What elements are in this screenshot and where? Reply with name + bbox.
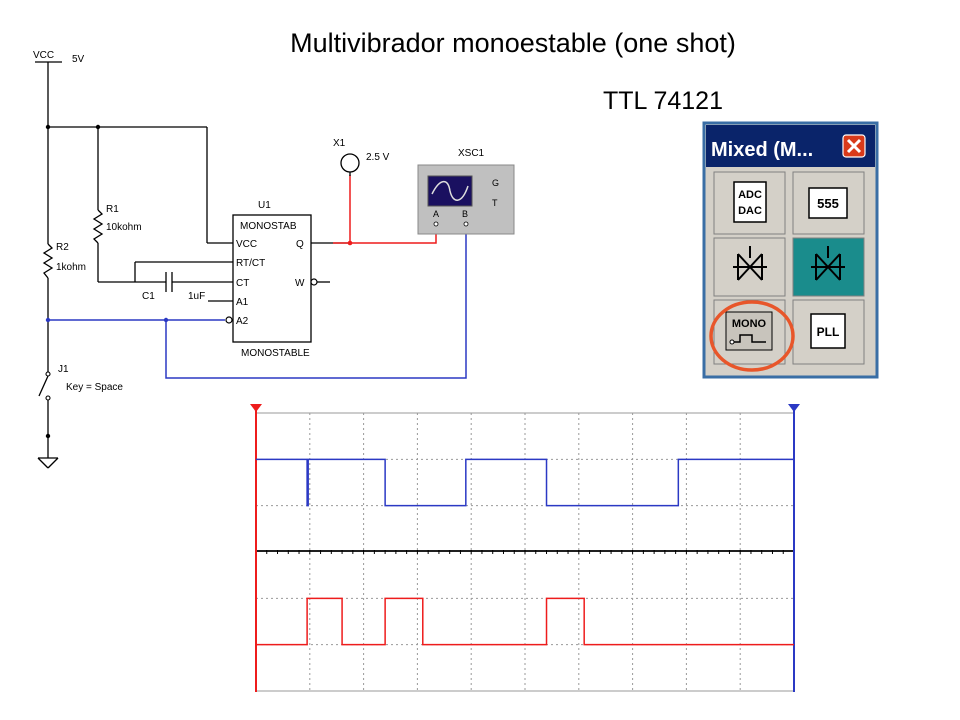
page-title: Multivibrador monoestable (one shot)	[290, 28, 736, 58]
mono-highlight-ring	[709, 300, 795, 372]
r1-name: R1	[106, 204, 119, 215]
u1-pin-rtct: RT/CT	[236, 258, 265, 269]
circuit-schematic: VCC 5V R1 10kohm C1 1uF R2 1kohm	[33, 50, 515, 469]
u1-pin-q: Q	[296, 239, 304, 250]
cursor-2-marker-icon[interactable]	[788, 404, 800, 412]
j1-name: J1	[58, 364, 69, 375]
channel-a-trace	[256, 597, 794, 646]
analog-switch-teal-button[interactable]	[792, 237, 865, 297]
u1-header: MONOSTAB	[240, 221, 297, 232]
pll-label: PLL	[817, 325, 840, 339]
scope-screen	[250, 404, 800, 692]
r1-value: 10kohm	[106, 222, 142, 233]
pulse-icon	[732, 334, 766, 343]
u1-pin-w: W	[295, 278, 305, 289]
x1-value: 2.5 V	[366, 152, 390, 163]
analog-switch-icon	[733, 246, 767, 281]
analog-switch-teal-icon	[811, 246, 845, 281]
close-x-icon	[846, 138, 862, 154]
u1-footer: MONOSTABLE	[241, 348, 310, 359]
vcc-value: 5V	[72, 54, 85, 65]
c1-name: C1	[142, 291, 155, 302]
u1-pin-a2: A2	[236, 316, 249, 327]
scope-t-label: T	[492, 198, 498, 208]
r2-name: R2	[56, 242, 69, 253]
x1-name: X1	[333, 138, 346, 149]
adc-dac-button[interactable]: ADC DAC	[713, 171, 786, 235]
u1-pin-ct: CT	[236, 278, 249, 289]
mono-label: MONO	[732, 318, 767, 330]
analog-switch-button[interactable]	[713, 237, 786, 297]
u1-chip	[232, 214, 312, 343]
probe-x1-icon	[340, 153, 360, 173]
palette-close-button[interactable]	[842, 134, 866, 158]
timer-555-label: 555	[817, 196, 839, 211]
pll-button[interactable]: PLL	[792, 299, 865, 365]
scope-g-label: G	[492, 178, 499, 188]
palette-title: Mixed (M...	[711, 139, 813, 161]
timer-555-button[interactable]: 555	[792, 171, 865, 235]
adc-label: ADC	[738, 189, 762, 201]
page-subtitle: TTL 74121	[603, 87, 723, 115]
channel-b-trace	[256, 458, 794, 507]
u1-pin-a1: A1	[236, 297, 249, 308]
scope-a-label: A	[433, 209, 439, 219]
j1-key: Key = Space	[66, 382, 123, 393]
cursor-1-marker-icon[interactable]	[250, 404, 262, 412]
u1-name: U1	[258, 200, 271, 211]
dac-label: DAC	[738, 205, 762, 217]
mixed-palette-window: Mixed (M... ADC DAC 555	[702, 121, 879, 379]
r2-value: 1kohm	[56, 262, 86, 273]
oscilloscope-icon	[417, 164, 515, 235]
u1-pin-vcc: VCC	[236, 239, 257, 250]
scope-center-ticks	[266, 550, 784, 554]
scope-name: XSC1	[458, 148, 485, 159]
scope-b-label: B	[462, 209, 468, 219]
c1-value: 1uF	[188, 291, 205, 302]
vcc-label: VCC	[33, 50, 54, 61]
